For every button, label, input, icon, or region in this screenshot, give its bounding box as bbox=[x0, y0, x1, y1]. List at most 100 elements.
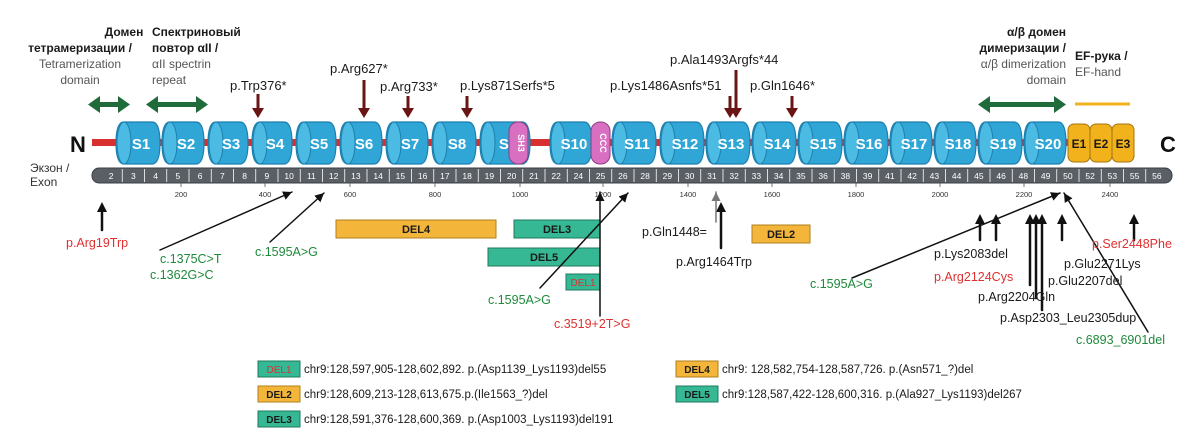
tick-1000: 1000 bbox=[512, 183, 529, 199]
legend-del2: DEL2 chr9:128,609,213-128,613,675.p.(Ile… bbox=[257, 385, 548, 403]
svg-text:chr9:128,591,376-128,600,369.: chr9:128,591,376-128,600,369. p.(Asp1003… bbox=[304, 414, 613, 426]
repeat-s18: S18 bbox=[933, 121, 977, 165]
c-terminus-label: C bbox=[1160, 132, 1176, 157]
mutation-label: p.Arg2204Gln bbox=[978, 290, 1055, 304]
svg-text:29: 29 bbox=[663, 171, 673, 181]
svg-text:55: 55 bbox=[1130, 171, 1140, 181]
repeat-s19: S19 bbox=[977, 121, 1023, 165]
del3-bar: DEL3 bbox=[513, 219, 601, 239]
svg-text:Tetramerization: Tetramerization bbox=[39, 57, 121, 71]
exon-20: 20 bbox=[500, 169, 517, 182]
svg-text:α/β домен: α/β домен bbox=[1007, 25, 1066, 39]
svg-text:2200: 2200 bbox=[1016, 190, 1033, 199]
svg-text:1000: 1000 bbox=[512, 190, 529, 199]
repeat-label: S1 bbox=[132, 136, 150, 153]
exon-46: 46 bbox=[989, 169, 1006, 182]
exon-bar bbox=[91, 167, 1173, 184]
svg-text:DEL3: DEL3 bbox=[543, 224, 571, 236]
svg-text:400: 400 bbox=[259, 190, 272, 199]
svg-text:DEL3: DEL3 bbox=[266, 415, 292, 426]
mutation-label: p.Gln1646* bbox=[750, 78, 815, 93]
top-mutations: p.Trp376* p.Arg627* p.Arg733* p.Lys871Se… bbox=[230, 52, 815, 94]
ccc-insert: CCC bbox=[590, 121, 611, 165]
mutation-label: c.1595A>G bbox=[810, 277, 873, 291]
mutation-label: c.1595A>G bbox=[255, 245, 318, 259]
svg-text:DEL4: DEL4 bbox=[684, 365, 710, 376]
svg-text:4: 4 bbox=[153, 171, 158, 181]
ef-hand-e2: E2 bbox=[1089, 123, 1113, 163]
spectrin-span-arrow bbox=[146, 96, 208, 113]
exon-52: 52 bbox=[1078, 169, 1095, 182]
sh3-insert: SH3 bbox=[508, 121, 529, 165]
svg-text:14: 14 bbox=[373, 171, 383, 181]
repeat-s11: S11 bbox=[611, 121, 657, 165]
exon-35: 35 bbox=[789, 169, 806, 182]
mutation-label: p.Arg1464Trp bbox=[676, 255, 752, 269]
del5-bar: DEL5 bbox=[487, 247, 601, 267]
repeat-label: S4 bbox=[266, 136, 285, 153]
mutation-label: p.Glu2207del bbox=[1048, 274, 1122, 288]
svg-text:1800: 1800 bbox=[848, 190, 865, 199]
repeat-label: S8 bbox=[448, 136, 466, 153]
exon-12: 12 bbox=[322, 169, 339, 182]
exon-25: 25 bbox=[589, 169, 606, 182]
svg-text:DEL2: DEL2 bbox=[767, 229, 795, 241]
svg-text:chr9:128,609,213-128,613,675.p: chr9:128,609,213-128,613,675.p.(Ile1563_… bbox=[304, 389, 548, 401]
exon-43: 43 bbox=[922, 169, 939, 182]
repeat-label: S16 bbox=[856, 136, 883, 153]
svg-text:50: 50 bbox=[1063, 171, 1073, 181]
svg-text:18: 18 bbox=[462, 171, 472, 181]
n-terminus-label: N bbox=[70, 132, 86, 157]
exon-42: 42 bbox=[900, 169, 917, 182]
mutation-label: c.3519+2T>G bbox=[554, 317, 630, 331]
exon-29: 29 bbox=[655, 169, 673, 182]
tick-800: 800 bbox=[429, 183, 442, 199]
svg-text:8: 8 bbox=[242, 171, 247, 181]
ef-hand-label: E2 bbox=[1094, 137, 1109, 151]
svg-text:53: 53 bbox=[1108, 171, 1118, 181]
mutation-label: p.Lys2083del bbox=[934, 247, 1008, 261]
mutation-label: p.Ala1493Argfs*44 bbox=[670, 52, 778, 67]
top-mutation-arrows bbox=[252, 70, 798, 118]
ef-hand-label: EF-рука / EF-hand bbox=[1075, 49, 1128, 79]
tick-400: 400 bbox=[259, 183, 272, 199]
repeat-label: S20 bbox=[1035, 136, 1062, 153]
exon-53: 53 bbox=[1100, 169, 1118, 182]
svg-text:6: 6 bbox=[198, 171, 203, 181]
svg-text:2000: 2000 bbox=[932, 190, 949, 199]
exon-34: 34 bbox=[767, 169, 784, 182]
exon-32: 32 bbox=[722, 169, 739, 182]
mutation-label: p.Gln1448= bbox=[642, 225, 707, 239]
mutation-label: c.1375C>T bbox=[160, 252, 222, 266]
legend-del5: DEL5 chr9:128,587,422-128,600,316. p.(Al… bbox=[675, 385, 1022, 403]
mutation-label: p.Arg2124Cys bbox=[934, 270, 1013, 284]
svg-text:31: 31 bbox=[707, 171, 717, 181]
exon-7: 7 bbox=[210, 169, 225, 182]
exon-50: 50 bbox=[1056, 169, 1073, 182]
repeat-label: S12 bbox=[672, 136, 699, 153]
bottom-pointer-lines bbox=[97, 191, 1149, 333]
repeat-s5: S5 bbox=[295, 121, 337, 165]
repeat-s4: S4 bbox=[251, 121, 293, 165]
repeat-s14: S14 bbox=[751, 121, 797, 165]
mutation-label: p.Arg19Trp bbox=[66, 236, 128, 250]
exon-22: 22 bbox=[544, 169, 561, 182]
exon-30: 30 bbox=[678, 169, 695, 182]
repeat-s1: S1 bbox=[115, 121, 161, 165]
exon-2: 2 bbox=[109, 171, 114, 181]
svg-text:25: 25 bbox=[596, 171, 606, 181]
exon-19: 19 bbox=[477, 169, 494, 182]
svg-text:26: 26 bbox=[618, 171, 628, 181]
repeat-s3: S3 bbox=[207, 121, 249, 165]
exon-18: 18 bbox=[455, 169, 472, 182]
svg-text:35: 35 bbox=[796, 171, 806, 181]
svg-text:CCC: CCC bbox=[598, 133, 608, 153]
exon-38: 38 bbox=[833, 169, 850, 182]
mutation-label: p.Lys1486Asnfs*51 bbox=[610, 78, 722, 93]
repeat-label: S14 bbox=[764, 136, 791, 153]
tick-1600: 1600 bbox=[764, 183, 780, 199]
svg-text:800: 800 bbox=[429, 190, 442, 199]
svg-text:3: 3 bbox=[131, 171, 136, 181]
